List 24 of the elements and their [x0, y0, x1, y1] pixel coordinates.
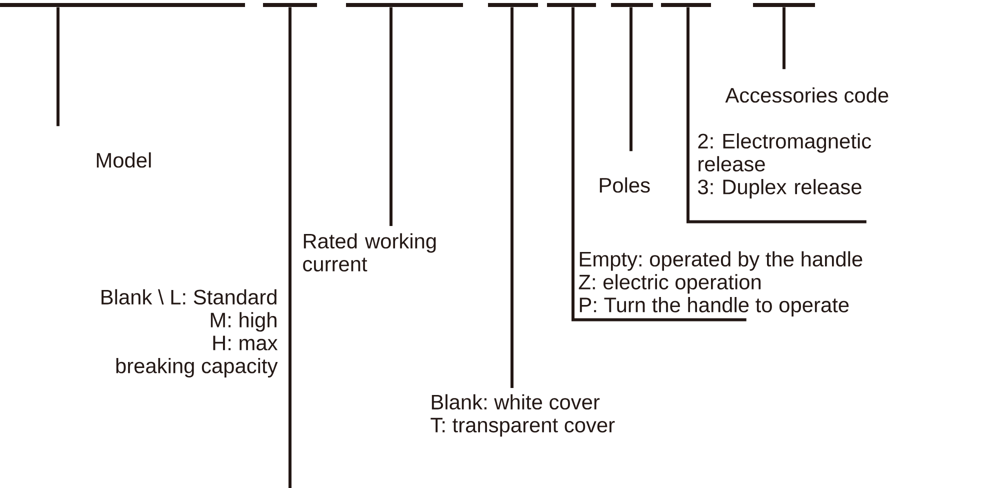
leader-line [390, 7, 392, 226]
option-label: 2: Electromagnetic release 3: Duplex release [698, 133, 872, 199]
leader-line [510, 7, 514, 388]
leader-line [288, 7, 292, 488]
option-label: Poles [600, 177, 650, 193]
leader-line [782, 7, 786, 70]
option-label: Empty: operated by the handle Z: electric operation P: Turn the handle to operate [578, 251, 862, 317]
option-label: Blank: white cover T: transparent cover [430, 394, 615, 437]
leader-line [572, 7, 746, 322]
option-label: Blank \ L: Standard M: high H: max breaking capacity [102, 289, 278, 378]
code-bar [346, 3, 463, 7]
code-bar [547, 3, 596, 7]
code-bar [0, 3, 245, 7]
option-label: Accessories code [725, 87, 888, 103]
option-label: Rated working current [303, 233, 436, 272]
code-bar [488, 3, 538, 7]
leader-line [686, 7, 866, 224]
option-label: Model [96, 152, 151, 168]
leader-line [630, 7, 632, 152]
code-bar [753, 3, 815, 7]
code-bar [611, 3, 653, 7]
code-bar [263, 3, 317, 7]
code-bar [661, 3, 711, 7]
leader-line [56, 7, 60, 126]
